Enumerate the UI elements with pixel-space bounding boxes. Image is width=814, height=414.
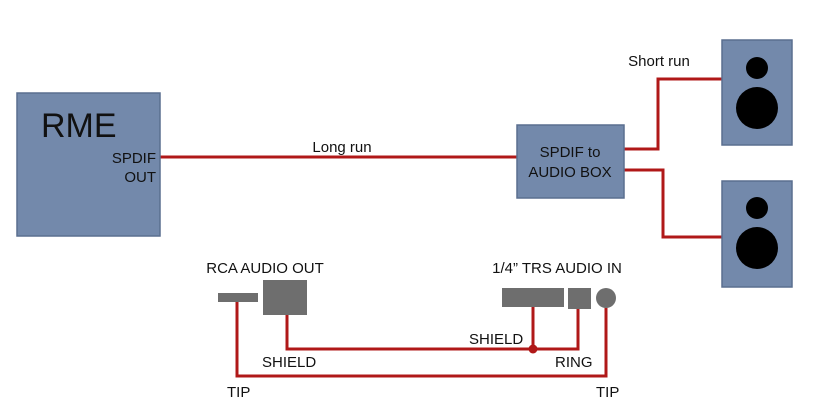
rca-shield-body — [263, 280, 307, 315]
speaker-top-tweeter — [746, 57, 768, 79]
ring-wire — [533, 309, 580, 351]
speaker-bottom-woofer — [736, 227, 778, 269]
converter-label-line1: SPDIF to — [540, 144, 601, 161]
converter-box — [516, 124, 625, 199]
trs-tip-label: TIP — [596, 384, 619, 401]
speaker-bottom-tweeter — [746, 197, 768, 219]
speaker-top-woofer — [736, 87, 778, 129]
rca-tip-pin — [218, 293, 258, 302]
tip-wire — [235, 302, 608, 378]
long-run-label: Long run — [312, 139, 371, 156]
rme-port-label-line2: OUT — [124, 169, 156, 186]
spdif-converter: SPDIF to AUDIO BOX — [516, 124, 625, 199]
short-run-label: Short run — [628, 53, 690, 70]
trs-ring-label: RING — [555, 354, 593, 371]
rca-label: RCA AUDIO OUT — [206, 260, 324, 277]
trs-tip — [596, 288, 616, 308]
trs-ring — [568, 288, 591, 309]
short-run-cable-bottom — [624, 168, 722, 239]
rca-tip-label: TIP — [227, 384, 250, 401]
trs-label: 1/4” TRS AUDIO IN — [492, 260, 622, 277]
trs-plug-icon — [502, 288, 616, 309]
speaker-icon — [721, 180, 793, 288]
rme-port-label-line1: SPDIF — [112, 150, 156, 167]
rca-shield-label: SHIELD — [262, 354, 316, 371]
shield-ring-junction — [528, 344, 538, 354]
converter-label-line2: AUDIO BOX — [528, 164, 611, 181]
wires — [160, 77, 722, 378]
short-run-cable-top — [624, 77, 722, 151]
rme-title: RME — [41, 107, 117, 145]
trs-shield-label: SHIELD — [469, 331, 523, 348]
rme-box — [16, 92, 161, 237]
speaker-icon — [721, 39, 793, 146]
shield-wire — [285, 307, 535, 351]
trs-sleeve — [502, 288, 564, 307]
rca-plug-icon — [218, 280, 307, 315]
rme-unit: RME SPDIF OUT — [16, 92, 161, 237]
